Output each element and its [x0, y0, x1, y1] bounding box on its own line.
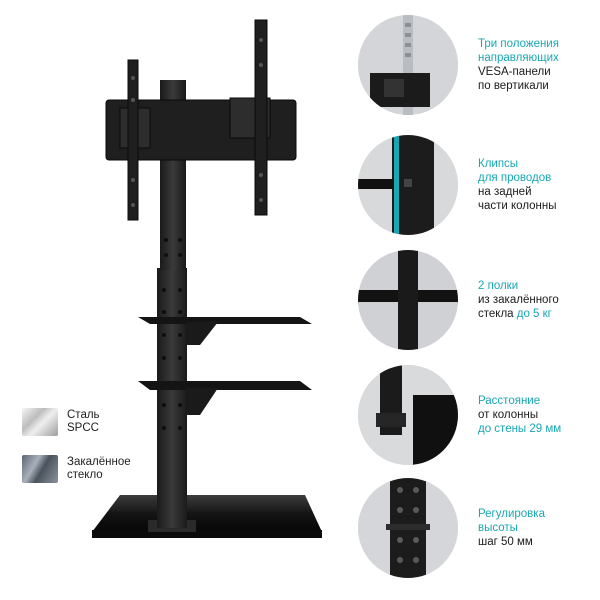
feature-cable-clips: Клипсы для проводов на задней части коло… — [358, 135, 594, 235]
feature-text: на задней — [478, 186, 532, 198]
feature-title: Расстояние — [478, 395, 541, 407]
glass-shelf-lower — [138, 381, 312, 390]
wall-distance-detail-image — [358, 365, 458, 465]
material-name: Сталь — [67, 409, 100, 421]
feature-wall-distance: Расстояние от колонны до стены 29 мм — [358, 365, 594, 465]
feature-title: 2 полки — [478, 280, 519, 292]
feature-text-2: стекла — [478, 308, 517, 320]
height-adjust-detail-image — [358, 478, 458, 578]
material-glass: Закалённое стекло — [22, 455, 147, 483]
feature-height-adjust: Регулировка высоты шаг 50 мм — [358, 478, 594, 578]
vesa-mount — [105, 19, 297, 221]
feature-title: Регулировка — [478, 508, 545, 520]
feature-text: шаг 50 мм — [478, 536, 533, 548]
shelf-detail-image — [358, 250, 458, 350]
feature-title-2: направляющих — [478, 52, 559, 64]
feature-title-2: для проводов — [478, 172, 552, 184]
feature-text-2: части колонны — [478, 200, 557, 212]
feature-text: из закалённого — [478, 294, 559, 306]
feature-title: Три положения — [478, 38, 559, 50]
feature-highlight: до 5 кг — [516, 308, 552, 320]
feature-text: от колонны — [478, 409, 539, 421]
feature-highlight: до стены 29 мм — [478, 423, 562, 435]
feature-text: VESA-панели — [478, 66, 551, 78]
tv-stand-illustration — [92, 19, 322, 538]
glass-base — [92, 495, 322, 532]
column-lower — [157, 268, 187, 528]
material-code: SPCC — [67, 422, 99, 434]
steel-swatch-icon — [22, 408, 58, 436]
material-steel: Сталь SPCC — [22, 408, 147, 436]
glass-swatch-icon — [22, 455, 58, 483]
feature-text-2: по вертикали — [478, 80, 549, 92]
feature-title-2: высоты — [478, 522, 518, 534]
material-name: Закалённое — [67, 456, 131, 468]
feature-title: Клипсы — [478, 158, 519, 170]
vesa-detail-image — [358, 15, 458, 115]
cable-clip-detail-image — [358, 135, 458, 235]
material-name-2: стекло — [67, 469, 103, 481]
glass-shelf-upper — [138, 317, 312, 324]
feature-glass-shelves: 2 полки из закалённого стекла до 5 кг — [358, 250, 594, 350]
feature-vesa-positions: Три положения направляющих VESA-панели п… — [358, 15, 594, 115]
